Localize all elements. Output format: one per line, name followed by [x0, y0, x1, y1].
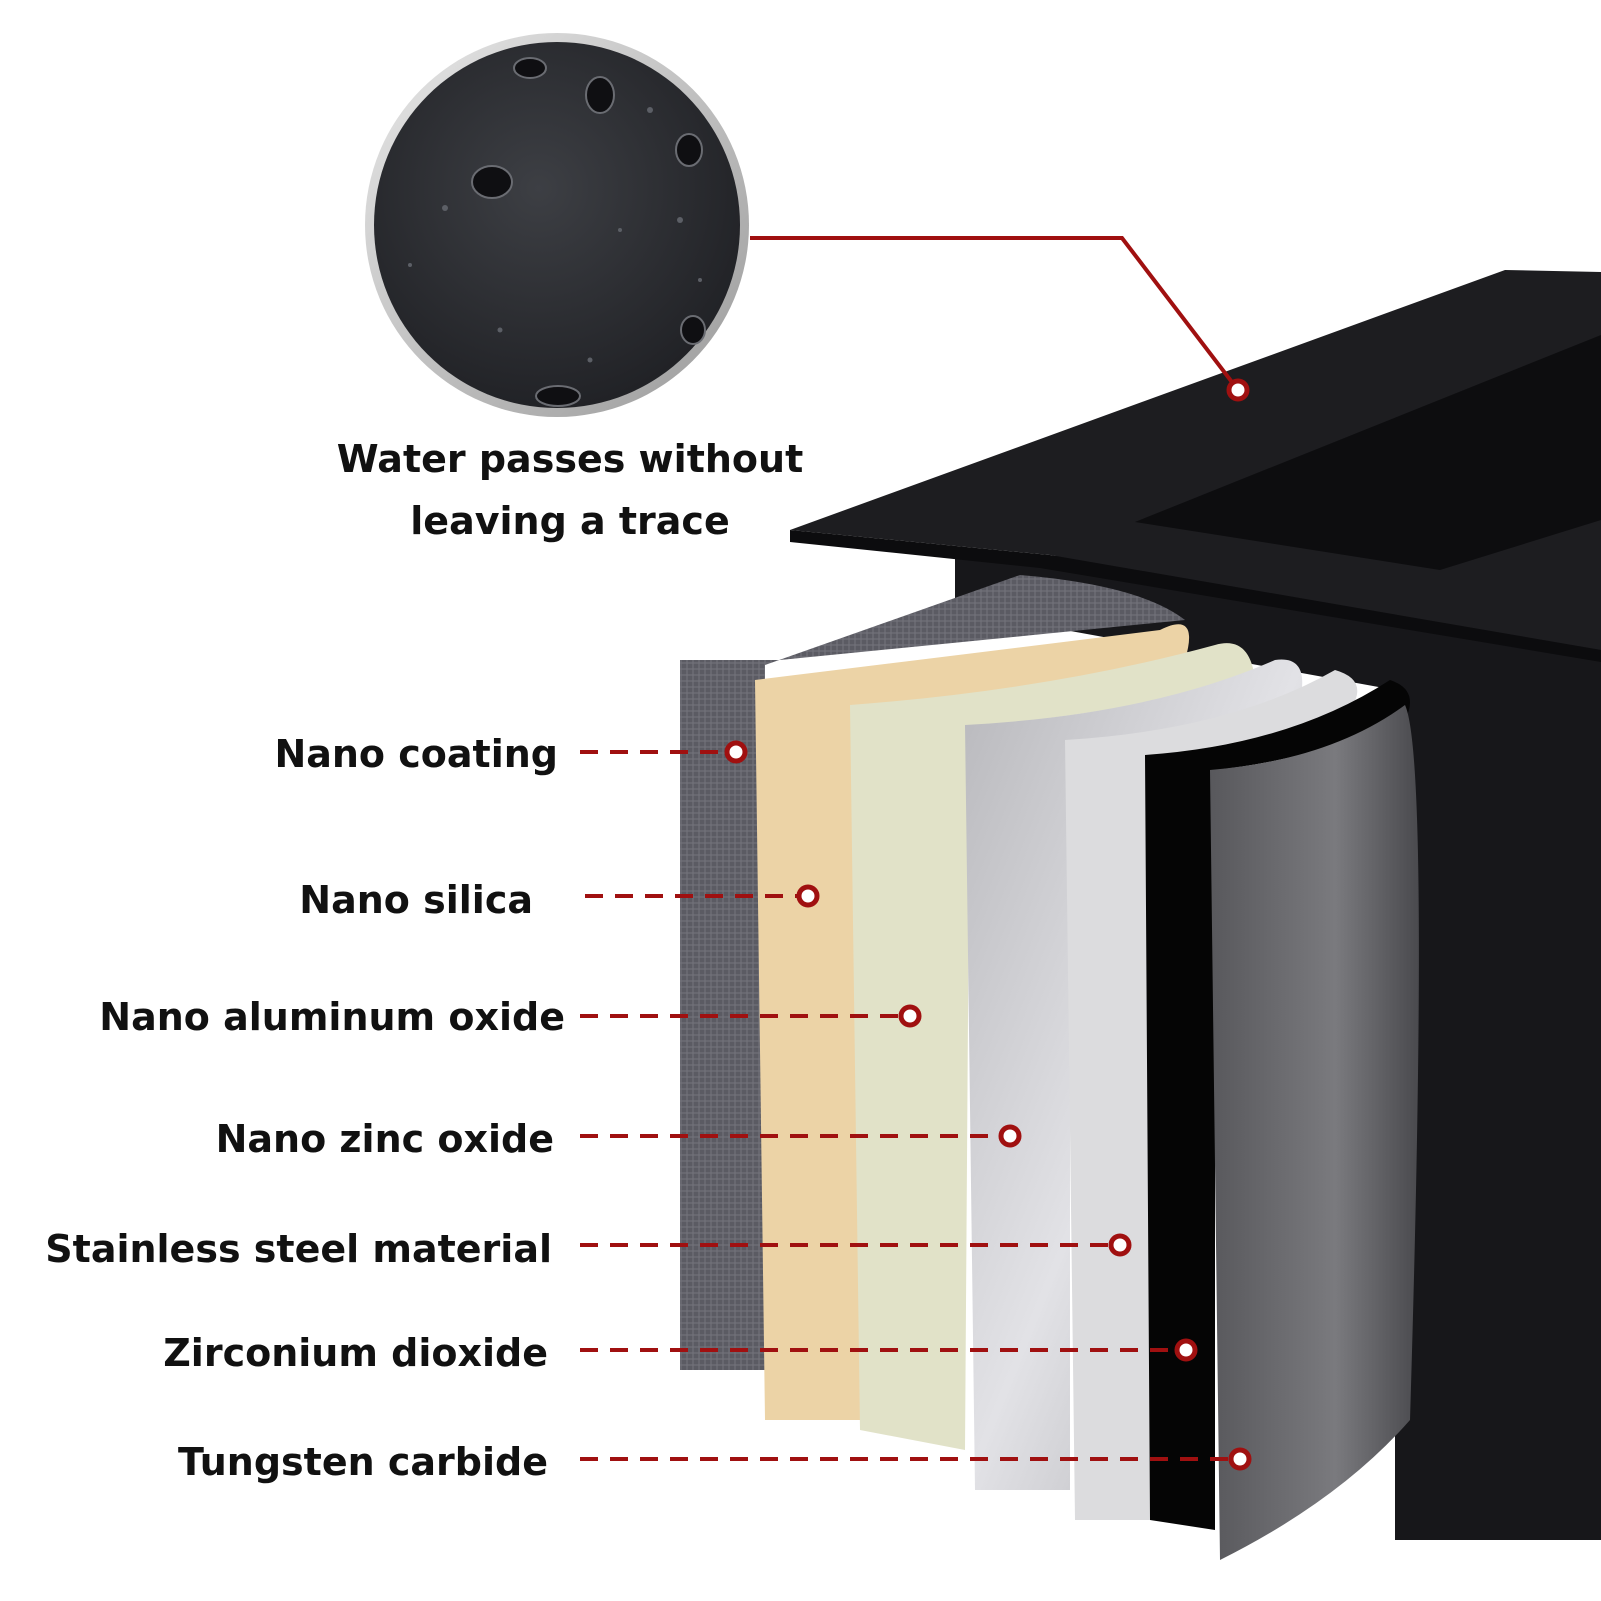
caption-line-2: leaving a trace [410, 499, 730, 543]
layer-gray [1210, 705, 1419, 1560]
leader-marker-2 [796, 884, 820, 908]
caption-line-1: Water passes without [336, 437, 804, 481]
layer-callouts [580, 740, 1252, 1471]
leader-marker-5 [1108, 1233, 1132, 1257]
leader-marker-3 [898, 1004, 922, 1028]
leader-marker-1 [724, 740, 748, 764]
lens-caption: Water passes without leaving a trace [330, 428, 810, 552]
layer-cream [850, 643, 1255, 1450]
label-nano-silica: Nano silica [299, 878, 533, 922]
layer-black [1145, 680, 1410, 1530]
lens-callout-marker [1226, 378, 1250, 402]
label-nano-aluminum-oxide: Nano aluminum oxide [99, 995, 565, 1039]
label-tungsten-carbide: Tungsten carbide [178, 1440, 548, 1484]
lens-callout-line [750, 236, 1240, 392]
layer-fabric [680, 575, 1185, 1370]
sink-illustration [790, 270, 1601, 1540]
layer-silver [965, 659, 1303, 1490]
leader-marker-4 [998, 1124, 1022, 1148]
layer-tan [755, 624, 1190, 1420]
magnified-lens [365, 33, 749, 417]
label-zirconium-dioxide: Zirconium dioxide [163, 1331, 548, 1375]
label-nano-coating: Nano coating [274, 732, 558, 776]
leader-marker-7 [1228, 1447, 1252, 1471]
label-nano-zinc-oxide: Nano zinc oxide [215, 1117, 554, 1161]
layer-light [1065, 670, 1358, 1520]
leader-marker-6 [1174, 1338, 1198, 1362]
label-stainless-steel-material: Stainless steel material [45, 1227, 552, 1271]
